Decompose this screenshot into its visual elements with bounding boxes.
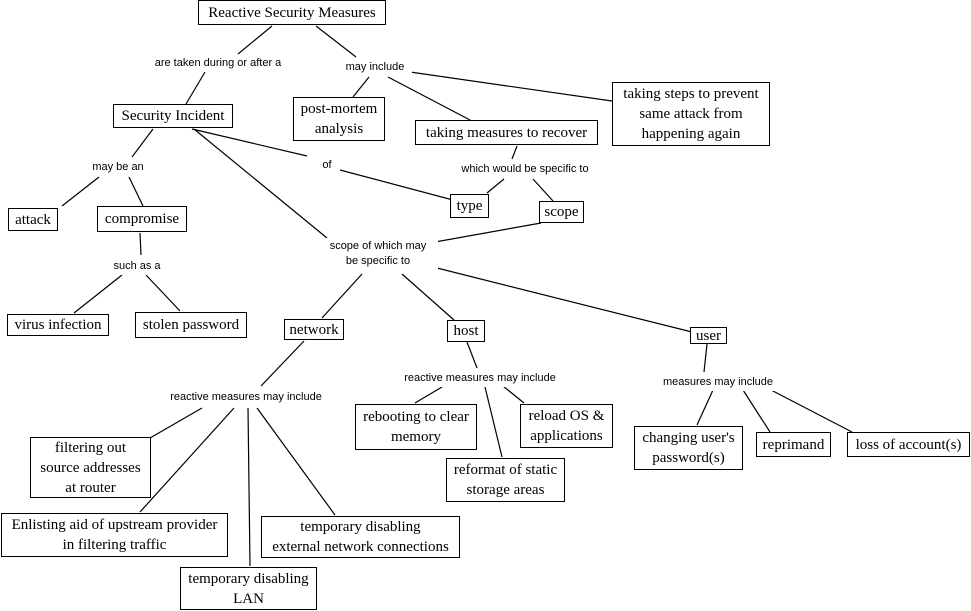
link [409, 71, 613, 102]
link [185, 71, 206, 105]
link [237, 25, 273, 55]
node-virus-infection: virus infection [7, 314, 109, 336]
link [145, 274, 181, 312]
link [352, 76, 370, 98]
node-filtering-out-source-addresses: filtering out source addresses at router [30, 437, 151, 498]
label-taken-during: are taken during or after a [143, 55, 293, 72]
node-reprimand: reprimand [756, 432, 831, 457]
link [511, 145, 518, 160]
label-host-measures: reactive measures may include [394, 370, 566, 387]
node-reload-os-applications: reload OS & applications [520, 404, 613, 448]
node-security-incident: Security Incident [113, 104, 233, 128]
link [61, 176, 100, 207]
node-host: host [447, 320, 485, 342]
link [260, 340, 305, 387]
link [401, 273, 455, 321]
link [484, 386, 503, 458]
link [247, 407, 251, 567]
node-changing-users-passwords: changing user's password(s) [634, 426, 743, 470]
node-post-mortem-analysis: post-mortem analysis [293, 97, 385, 141]
node-user: user [690, 327, 727, 344]
link [486, 178, 505, 194]
node-taking-steps-to-prevent: taking steps to prevent same attack from… [612, 82, 770, 146]
node-temporary-disabling-external: temporary disabling external network con… [261, 516, 460, 558]
node-temporary-disabling-lan: temporary disabling LAN [180, 567, 317, 610]
link [139, 232, 142, 256]
link [770, 389, 853, 433]
link [387, 76, 471, 121]
link [149, 407, 203, 439]
node-type: type [450, 194, 489, 218]
link [742, 389, 771, 433]
link [139, 407, 235, 513]
label-network-measures: reactive measures may include [160, 389, 332, 406]
label-such-as: such as a [104, 258, 170, 275]
link [315, 25, 357, 58]
node-stolen-password: stolen password [135, 312, 247, 338]
link [696, 389, 714, 426]
node-compromise: compromise [97, 206, 187, 232]
node-loss-of-accounts: loss of account(s) [847, 432, 970, 457]
label-user-measures: measures may include [653, 374, 783, 391]
link [191, 128, 308, 157]
label-may-include: may include [338, 59, 412, 76]
label-may-be-an: may be an [84, 159, 152, 176]
label-of: of [314, 157, 340, 173]
link [321, 273, 363, 319]
link [434, 222, 542, 243]
link [414, 386, 443, 404]
label-specific-to: which would be specific to [450, 161, 600, 178]
link [703, 343, 708, 373]
node-reformat-static-storage: reformat of static storage areas [446, 458, 565, 502]
link [466, 341, 478, 369]
node-enlisting-aid-upstream-provider: Enlisting aid of upstream provider in fi… [1, 513, 228, 557]
link [532, 178, 554, 202]
node-scope: scope [539, 201, 584, 223]
link [193, 128, 328, 239]
link [339, 169, 454, 201]
link [502, 385, 525, 404]
link [73, 274, 123, 314]
node-reactive-security-measures: Reactive Security Measures [198, 0, 386, 25]
link [131, 128, 154, 158]
label-scope-specific: scope of which may be specific to [318, 238, 438, 270]
node-network: network [284, 319, 344, 340]
node-taking-measures-to-recover: taking measures to recover [415, 120, 598, 145]
link [256, 407, 336, 516]
node-rebooting-to-clear-memory: rebooting to clear memory [355, 404, 477, 450]
link [128, 176, 144, 207]
node-attack: attack [8, 208, 58, 231]
link [436, 267, 693, 333]
